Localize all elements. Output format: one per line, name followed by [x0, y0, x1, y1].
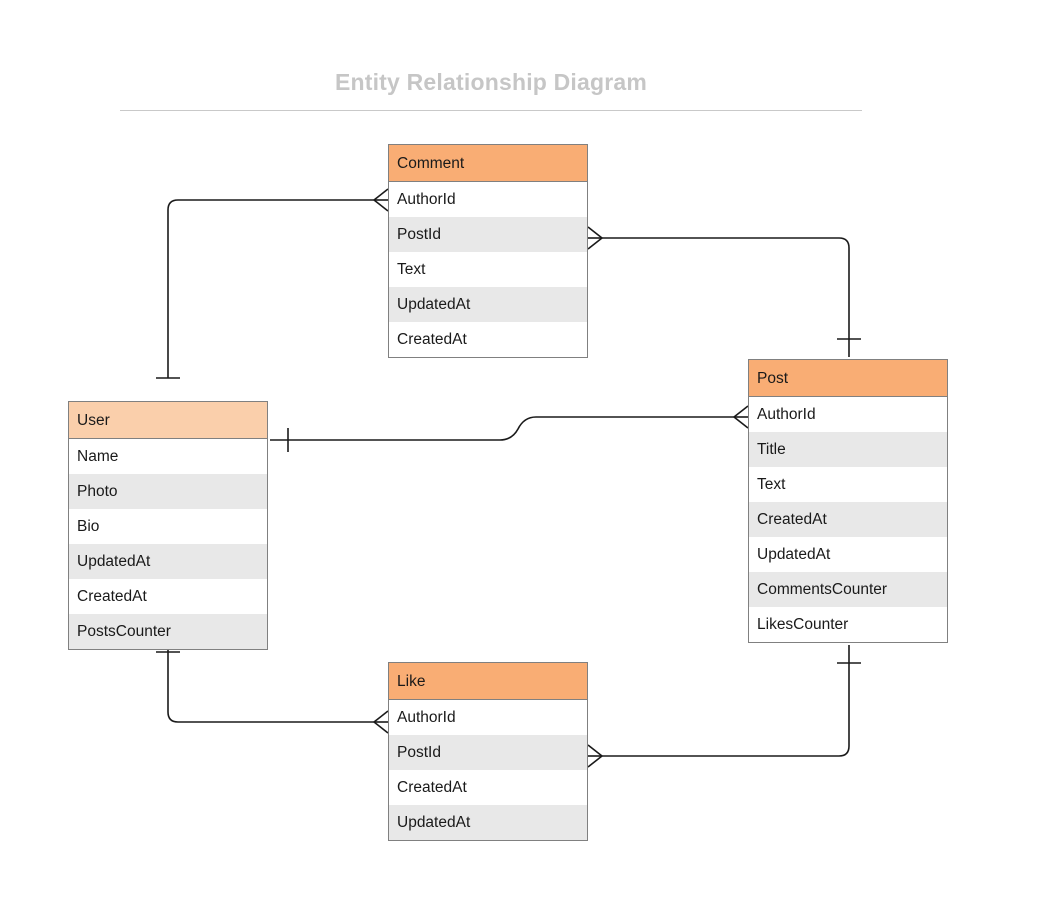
entity-comment-field-text[interactable]: Text: [389, 252, 587, 287]
entity-user-field-createdat[interactable]: CreatedAt: [69, 579, 267, 614]
cardinality-many-crowsfoot: [373, 188, 389, 212]
entity-comment-field-createdat[interactable]: CreatedAt: [389, 322, 587, 357]
entity-post-field-title[interactable]: Title: [749, 432, 947, 467]
entity-user-field-name[interactable]: Name: [69, 439, 267, 474]
entity-post-field-authorid[interactable]: AuthorId: [749, 397, 947, 432]
entity-comment-title: Comment: [389, 145, 587, 182]
entity-comment[interactable]: Comment AuthorId PostId Text UpdatedAt C…: [388, 144, 588, 358]
cardinality-many-crowsfoot: [733, 405, 749, 429]
entity-user-field-updatedat[interactable]: UpdatedAt: [69, 544, 267, 579]
entity-like[interactable]: Like AuthorId PostId CreatedAt UpdatedAt: [388, 662, 588, 841]
entity-like-field-createdat[interactable]: CreatedAt: [389, 770, 587, 805]
entity-post-field-updatedat[interactable]: UpdatedAt: [749, 537, 947, 572]
entity-post[interactable]: Post AuthorId Title Text CreatedAt Updat…: [748, 359, 948, 643]
title-divider: [120, 110, 862, 111]
entity-user-field-photo[interactable]: Photo: [69, 474, 267, 509]
entity-post-field-commentscounter[interactable]: CommentsCounter: [749, 572, 947, 607]
entity-post-field-likescounter[interactable]: LikesCounter: [749, 607, 947, 642]
entity-user[interactable]: User Name Photo Bio UpdatedAt CreatedAt …: [68, 401, 268, 650]
relationship-comment-post: [587, 226, 861, 357]
entity-post-field-createdat[interactable]: CreatedAt: [749, 502, 947, 537]
entity-post-field-text[interactable]: Text: [749, 467, 947, 502]
entity-like-field-postid[interactable]: PostId: [389, 735, 587, 770]
diagram-title-block: Entity Relationship Diagram: [120, 68, 862, 111]
relationship-user-comment: [156, 188, 389, 379]
cardinality-many-crowsfoot: [373, 710, 389, 734]
entity-comment-field-postid[interactable]: PostId: [389, 217, 587, 252]
cardinality-many-crowsfoot: [587, 226, 603, 250]
entity-user-field-postscounter[interactable]: PostsCounter: [69, 614, 267, 649]
entity-comment-field-updatedat[interactable]: UpdatedAt: [389, 287, 587, 322]
entity-user-field-bio[interactable]: Bio: [69, 509, 267, 544]
entity-comment-field-authorid[interactable]: AuthorId: [389, 182, 587, 217]
entity-like-title: Like: [389, 663, 587, 700]
cardinality-many-crowsfoot: [587, 744, 603, 768]
relationship-user-post: [270, 405, 749, 452]
entity-post-title: Post: [749, 360, 947, 397]
entity-user-title: User: [69, 402, 267, 439]
entity-like-field-updatedat[interactable]: UpdatedAt: [389, 805, 587, 840]
page-title: Entity Relationship Diagram: [334, 69, 648, 95]
entity-like-field-authorid[interactable]: AuthorId: [389, 700, 587, 735]
relationship-like-post: [587, 645, 861, 768]
